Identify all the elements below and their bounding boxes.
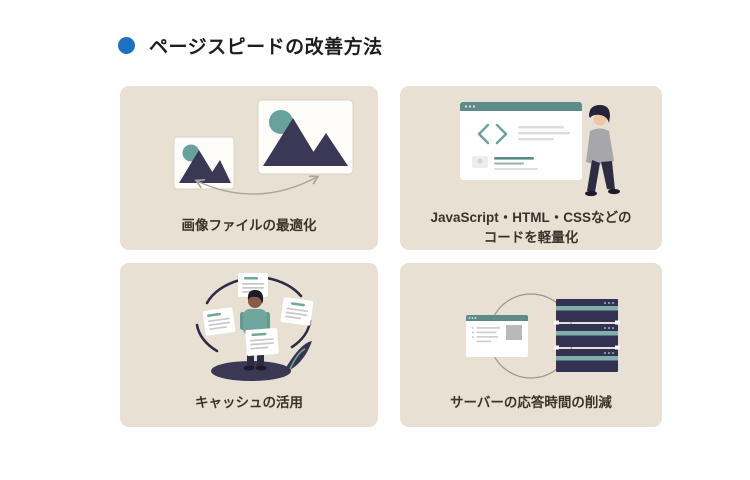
card-code-minification: JavaScript・HTML・CSSなどの コードを軽量化 (400, 86, 662, 250)
plant-icon (284, 341, 312, 371)
server-response-illustration (400, 263, 662, 385)
card-label: 画像ファイルの最適化 (181, 218, 317, 234)
document-icon-right (280, 297, 314, 326)
browser-window-icon-small (466, 315, 528, 357)
code-brackets-icon (477, 123, 508, 145)
browser-window-icon (460, 102, 582, 180)
card-image-optimization: 画像ファイルの最適化 (120, 86, 378, 250)
card-label: サーバーの応答時間の削減 (450, 395, 612, 411)
card-label: キャッシュの活用 (195, 395, 303, 411)
page-title: ページスピードの改善方法 (149, 37, 383, 58)
ground-shadow (211, 361, 291, 381)
server-rack-icon (554, 299, 620, 372)
large-image-icon (257, 99, 354, 175)
card-cache-usage: キャッシュの活用 (120, 263, 378, 427)
page-header: ページスピードの改善方法 (118, 32, 383, 59)
document-icon-left (202, 307, 236, 336)
image-optimization-illustration (120, 86, 378, 208)
document-icon-top (238, 273, 268, 297)
bullet-dot-icon (118, 37, 135, 54)
card-grid: 画像ファイルの最適化 (120, 86, 662, 427)
swap-arrow-icon (194, 175, 320, 195)
document-icon-bottom (245, 328, 279, 356)
person-standing-icon (585, 105, 620, 197)
small-image-icon (173, 136, 235, 190)
card-server-response: サーバーの応答時間の削減 (400, 263, 662, 427)
code-minification-illustration (400, 86, 662, 208)
cache-usage-illustration (120, 263, 378, 385)
card-label: JavaScript・HTML・CSSなどの コードを軽量化 (430, 210, 632, 245)
